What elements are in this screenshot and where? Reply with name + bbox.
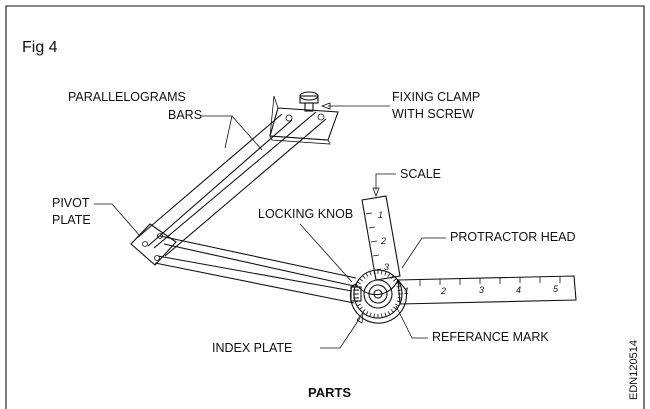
protractor-tick	[387, 273, 391, 277]
leader-protractor-head	[401, 237, 446, 269]
protractor-tick	[397, 297, 402, 299]
label-scale: SCALE	[400, 167, 441, 181]
pivot-plate	[130, 223, 177, 266]
leader-pivot-plate	[94, 203, 141, 237]
protractor-tick	[395, 281, 399, 285]
label-bars: BARS	[168, 108, 202, 122]
protractor-tick	[359, 278, 363, 282]
protractor-tick	[387, 311, 391, 315]
figure-title: Fig 4	[22, 39, 58, 56]
leader-scale	[375, 173, 396, 190]
protractor-tick	[369, 271, 372, 276]
scale-number-h5: 5	[553, 284, 559, 294]
scale-number-h2: 2	[440, 286, 446, 296]
scale-number-v1: 1	[378, 210, 383, 220]
leader-index-plate	[320, 317, 361, 349]
protractor-tick	[395, 303, 399, 307]
protractor-tick	[396, 300, 401, 303]
protractor-tick	[393, 278, 397, 282]
figure-frame	[5, 5, 645, 409]
protractor-tick	[362, 309, 366, 313]
scale-number-v3: 3	[384, 262, 389, 272]
parallelogram-bars-lower	[154, 235, 357, 304]
label-protractor-head: PROTRACTOR HEAD	[450, 230, 575, 244]
protractor-tick	[381, 270, 383, 275]
protractor-tick	[359, 306, 363, 310]
label-parallelograms: PARALLELOGRAMS	[68, 90, 186, 104]
figure-caption: PARTS	[308, 385, 351, 400]
label-pivot: PIVOT	[52, 196, 90, 210]
protractor-tick	[362, 275, 366, 279]
protractor-tick	[384, 312, 387, 317]
protractor-tick	[357, 281, 361, 285]
protractor-tick	[365, 311, 369, 315]
protractor-tick	[369, 312, 372, 317]
leader-referance-mark	[395, 305, 428, 339]
protractor-tick	[393, 306, 397, 310]
protractor-tick	[373, 270, 375, 275]
protractor-tick	[384, 271, 387, 276]
protractor-tick	[390, 309, 394, 313]
label-with-screw: WITH SCREW	[392, 107, 474, 121]
label-referance-mark: REFERANCE MARK	[432, 330, 549, 344]
protractor-tick	[397, 289, 402, 291]
label-locking-knob: LOCKING KNOB	[258, 207, 353, 221]
protractor-tick	[373, 313, 375, 318]
figure-code: EDN120514	[628, 340, 640, 400]
label-fixing-clamp: FIXING CLAMP	[392, 90, 480, 104]
leader-bars	[200, 115, 233, 149]
protractor-tick	[381, 313, 383, 318]
protractor-tick	[390, 275, 394, 279]
parallelogram-bars-upper	[136, 111, 327, 257]
scale-number-h3: 3	[479, 285, 484, 295]
protractor-head	[349, 269, 408, 324]
protractor-tick	[365, 273, 369, 277]
scale-number-h4: 4	[516, 285, 521, 295]
label-index-plate: INDEX PLATE	[212, 341, 292, 355]
label-plate: PLATE	[52, 213, 91, 227]
scale-number-v2: 2	[380, 236, 386, 246]
leader-locking-knob	[299, 223, 353, 283]
protractor-tick	[357, 303, 361, 307]
protractor-tick	[396, 285, 401, 288]
fixing-clamp	[269, 91, 339, 145]
horizontal-scale	[397, 275, 577, 305]
